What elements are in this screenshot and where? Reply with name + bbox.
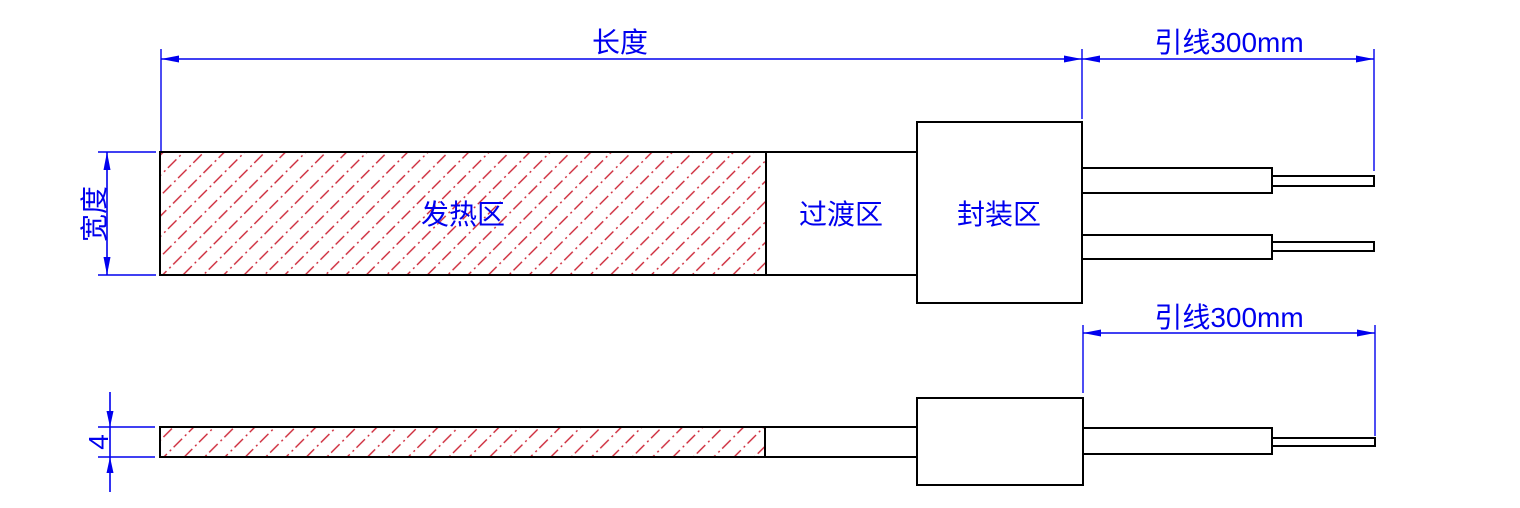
top-view-encapsulation-box [916, 121, 1083, 304]
heating-zone-label: 发热区 [421, 199, 505, 230]
top-view-lead-wire1-insulated [1081, 167, 1273, 194]
length-dim-text: 长度 [592, 27, 648, 58]
top-view-heating-zone-hatch [159, 151, 767, 276]
thickness-arrow-bottom [106, 457, 114, 473]
length-arrow-right [1064, 55, 1082, 63]
width-arrow-top [103, 152, 111, 170]
lead-wire-bottom-arrow-left [1083, 329, 1101, 337]
side-view-lead-wire-bare [1271, 437, 1376, 447]
lead-wire-bottom-dim-text: 引线300mm [1154, 302, 1303, 333]
top-view-lead-wire2-insulated [1081, 234, 1273, 260]
lead-wire-top-arrow-left [1082, 55, 1100, 63]
encapsulation-zone-label: 封装区 [957, 199, 1041, 230]
lead-wire-bottom-arrow-right [1357, 329, 1375, 337]
thickness-dim-text: 4 [83, 434, 114, 450]
side-view-lead-wire-insulated [1082, 427, 1273, 455]
length-arrow-left [161, 55, 179, 63]
top-view-lead-wire2-bare [1271, 241, 1375, 252]
top-view-lead-wire1-bare [1271, 175, 1375, 187]
width-dim-text: 宽度 [79, 186, 110, 242]
thickness-arrow-top [106, 411, 114, 427]
transition-zone-label: 过渡区 [799, 199, 883, 230]
lead-wire-top-dim-text: 引线300mm [1154, 27, 1303, 58]
lead-wire-top-arrow-right [1356, 55, 1374, 63]
width-arrow-bottom [103, 257, 111, 275]
side-view-heating-zone-hatch [159, 426, 766, 458]
side-view-encapsulation-box [916, 397, 1084, 486]
